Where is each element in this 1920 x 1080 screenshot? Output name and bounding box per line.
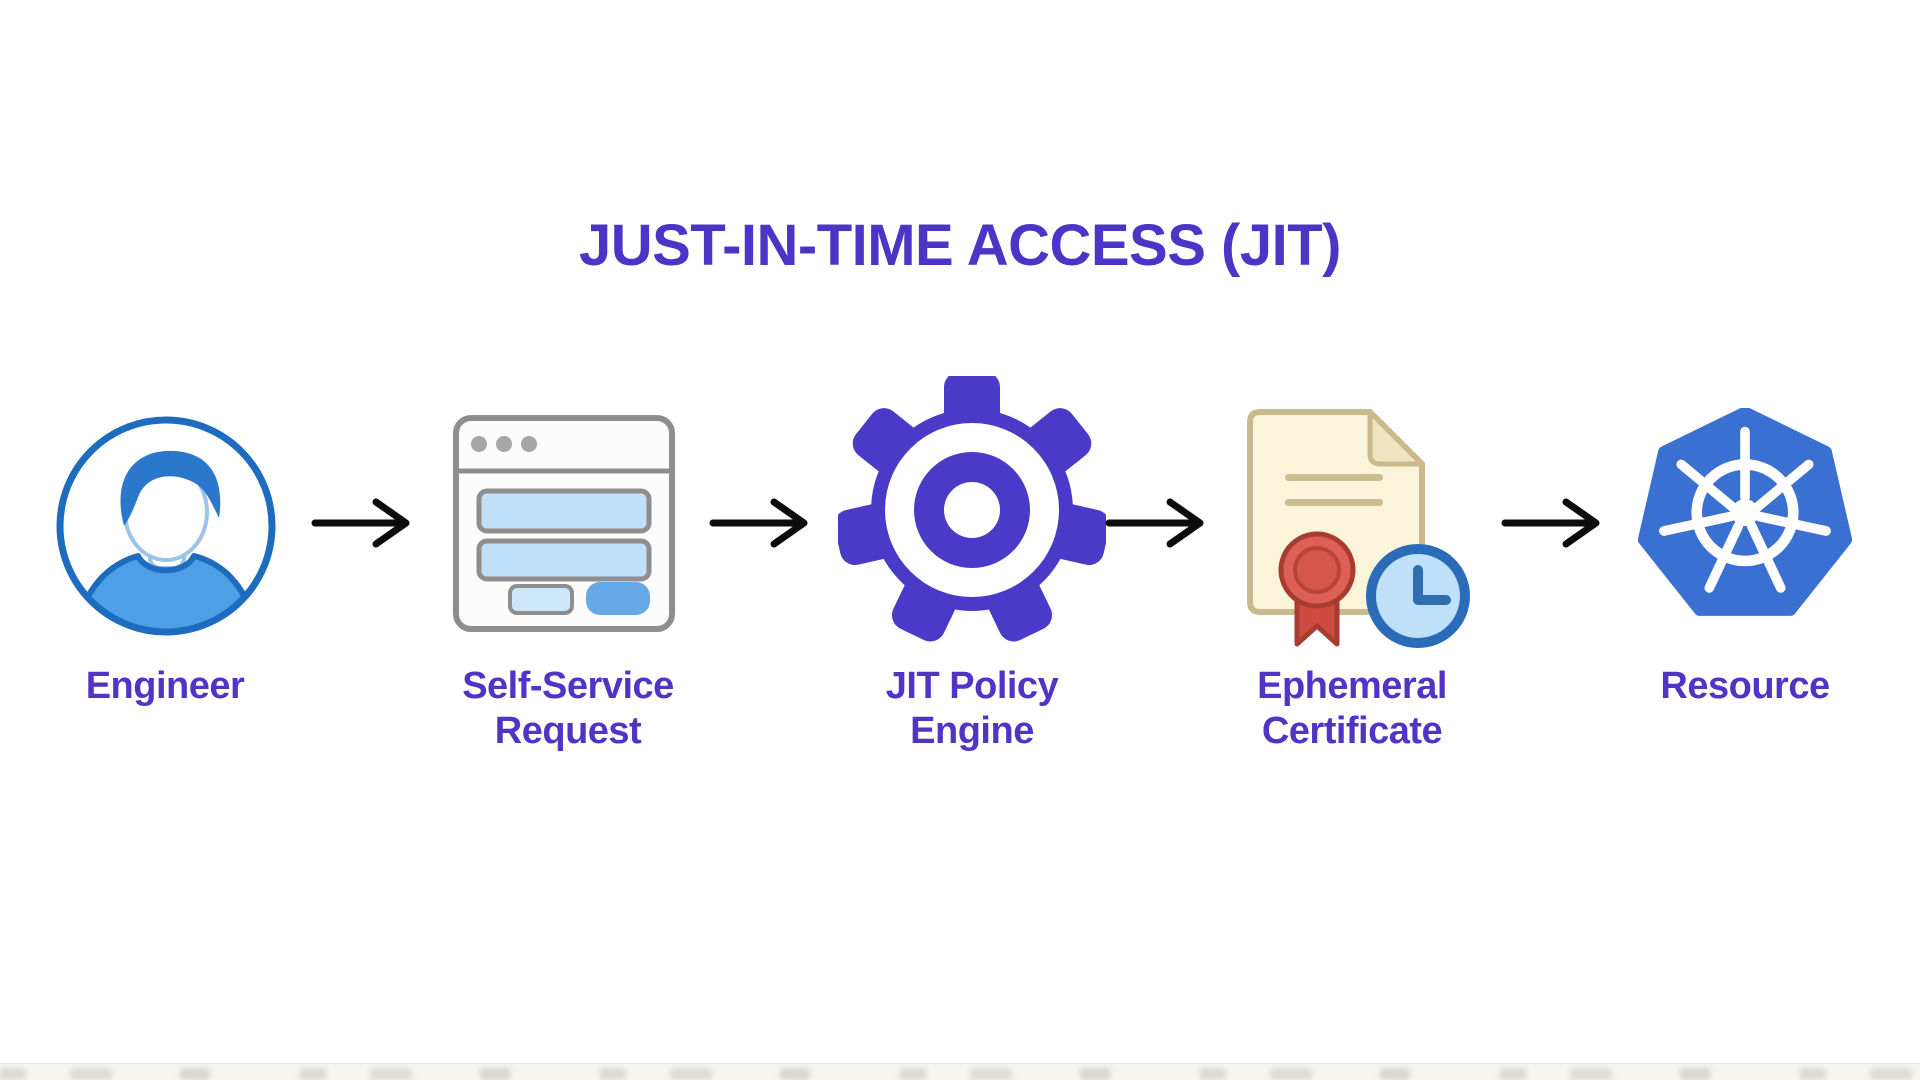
node-label-engineer: Engineer (85, 665, 245, 707)
node-label-ephemeral-certificate: Ephemeral Certificate (1257, 665, 1447, 752)
flow-arrow-icon (1104, 495, 1214, 551)
flow-node-resource (1634, 406, 1856, 626)
bottom-edge-artifact (0, 1063, 1920, 1080)
engineer-avatar-icon (52, 416, 280, 644)
node-label-self-service-request: Self-Service Request (462, 665, 674, 752)
form-window-icon (452, 415, 676, 637)
flow-node-jit-policy-engine (834, 372, 1110, 644)
node-label-resource: Resource (1660, 665, 1830, 707)
flow-arrow-icon (1500, 495, 1610, 551)
kubernetes-icon (1634, 406, 1856, 630)
flow-arrow-icon (708, 495, 818, 551)
gear-icon (834, 372, 1110, 648)
certificate-clock-icon (1220, 409, 1470, 660)
flow-arrow-icon (310, 495, 420, 551)
page-title: JUST-IN-TIME ACCESS (JIT) (579, 213, 1341, 278)
flow-node-engineer (52, 412, 280, 640)
node-label-jit-policy-engine: JIT Policy Engine (885, 665, 1059, 752)
flow-node-ephemeral-certificate (1220, 406, 1470, 656)
flow-node-self-service-request (452, 414, 676, 633)
